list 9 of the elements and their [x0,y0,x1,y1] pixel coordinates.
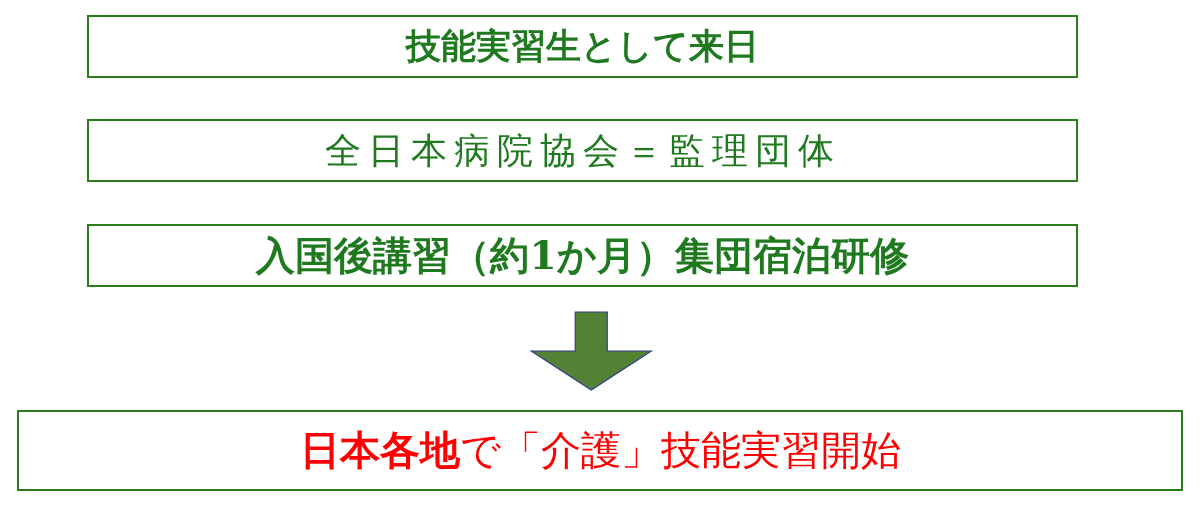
process-box [87,119,1078,182]
process-box [87,224,1078,287]
block-arrow [529,311,654,391]
process-box [17,410,1183,491]
process-box [87,15,1078,78]
box-text: 全日本病院協会＝監理団体 [324,130,841,171]
box-text: 技能実習生として来日 [406,27,759,66]
box-text: 入国後講習（約1か月）集団宿泊研修 [256,234,909,277]
box-text: 日本各地で「介護」技能実習開始 [299,428,901,473]
